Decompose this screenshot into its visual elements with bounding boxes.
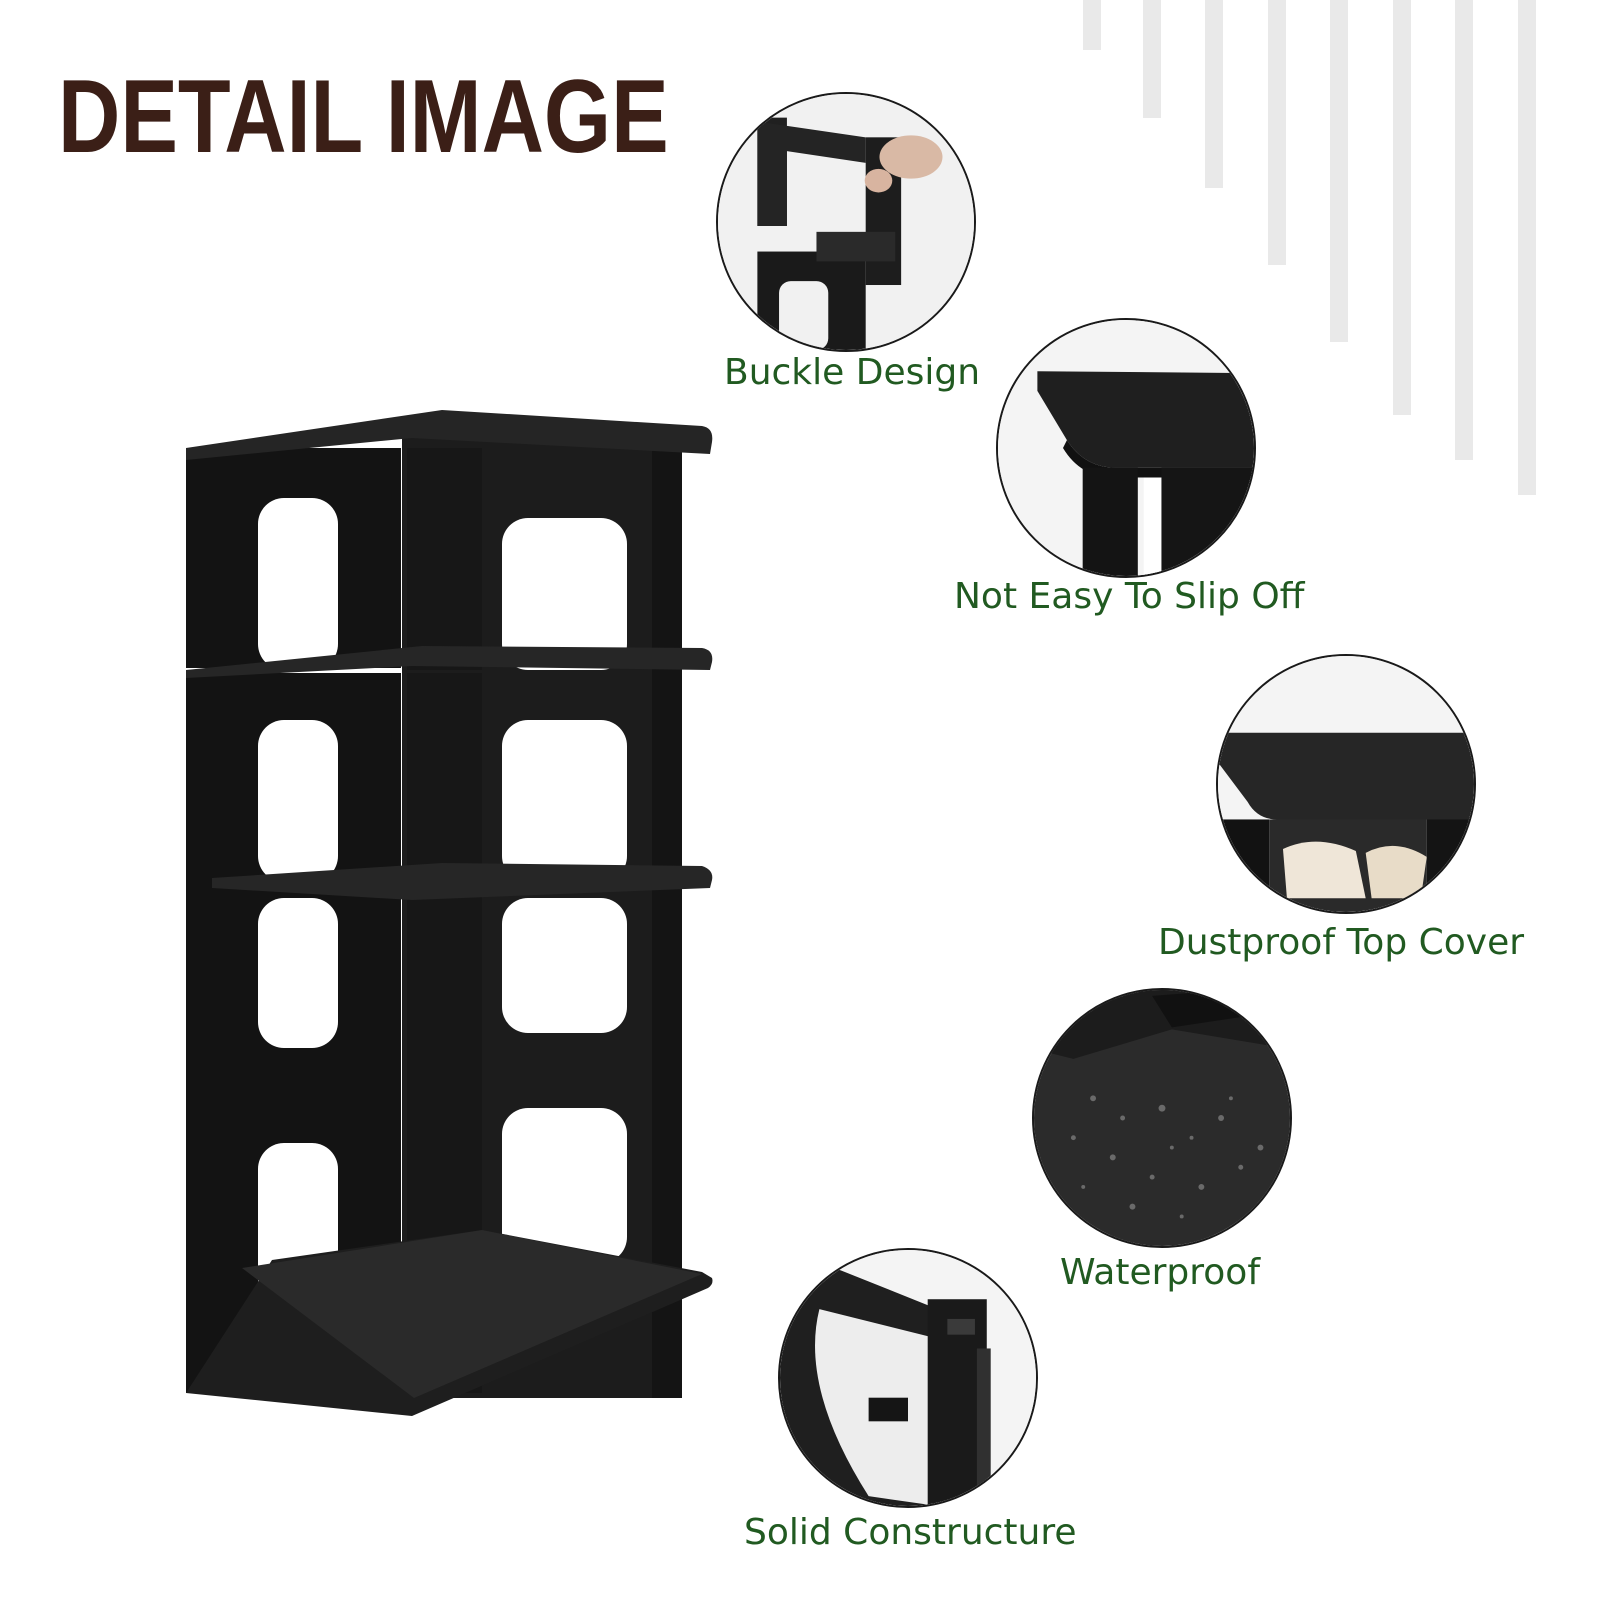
feature-bubble-solid-constructure [778, 1248, 1038, 1508]
rack-tier-3 [186, 878, 627, 1093]
shoe-rack-image [182, 408, 722, 1420]
rack-tier-2 [186, 673, 627, 882]
feature-label-buckle-design: Buckle Design [724, 352, 981, 393]
rack-bottom-surface [242, 1230, 702, 1398]
feature-bubble-buckle-design [716, 92, 976, 352]
feature-bubble-waterproof [1032, 988, 1292, 1248]
dustproof-cover-photo-icon [1218, 656, 1474, 912]
rack-shelf-3 [212, 863, 713, 900]
stripe-1 [1083, 0, 1101, 50]
stripe-2 [1143, 0, 1161, 118]
top-corner-photo-icon [998, 320, 1254, 576]
water-droplets [1070, 1095, 1264, 1219]
stripe-5 [1330, 0, 1348, 342]
solid-joint-photo-icon [780, 1250, 1036, 1506]
stripe-8 [1518, 0, 1536, 495]
page-title: DETAIL IMAGE [58, 59, 669, 175]
rack-tier-1 [186, 448, 627, 670]
feature-bubble-dustproof-top-cover [1216, 654, 1476, 914]
feature-label-solid-constructure: Solid Constructure [744, 1512, 1077, 1553]
buckle-design-photo-icon [718, 94, 974, 350]
waterproof-surface-photo-icon [1034, 990, 1290, 1246]
rack-top-shelf [186, 410, 713, 460]
stripe-7 [1455, 0, 1473, 460]
feature-bubble-not-easy-to-slip-off [996, 318, 1256, 578]
stripe-4 [1268, 0, 1286, 265]
feature-label-waterproof: Waterproof [1060, 1252, 1261, 1293]
shoe-rack-illustration [186, 410, 713, 1416]
stripe-3 [1205, 0, 1223, 188]
rack-right-post [652, 448, 682, 1398]
stripe-6 [1393, 0, 1411, 415]
feature-label-dustproof-top-cover: Dustproof Top Cover [1158, 922, 1525, 963]
rack-shelf-2 [186, 646, 713, 678]
feature-label-not-easy-to-slip-off: Not Easy To Slip Off [954, 576, 1305, 617]
